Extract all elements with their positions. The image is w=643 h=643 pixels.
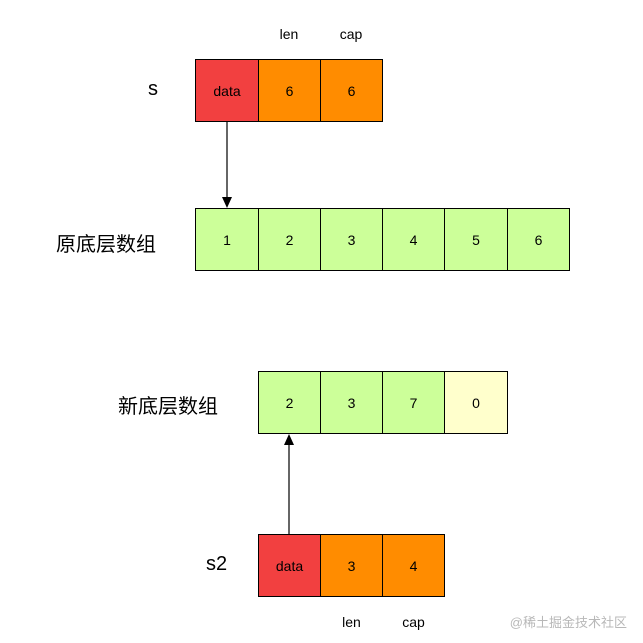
orig-array-cell: 5 xyxy=(444,208,508,271)
orig-array-cell: 1 xyxy=(195,208,259,271)
s2-len-cell: 3 xyxy=(320,534,383,597)
s-len-cell: 6 xyxy=(258,59,321,122)
new-array-label: 新底层数组 xyxy=(118,396,218,418)
len-label-top: len xyxy=(279,26,299,42)
slice-var-s: s xyxy=(148,78,158,100)
orig-array-label: 原底层数组 xyxy=(56,234,156,256)
cap-label-bottom: cap xyxy=(402,614,425,630)
watermark: @稀土掘金技术社区 xyxy=(509,615,627,630)
s2-data-pointer-arrowhead xyxy=(284,434,294,445)
new-array-cell: 2 xyxy=(258,371,321,434)
s2-cap-cell: 4 xyxy=(382,534,445,597)
s2-data-cell: data xyxy=(258,534,321,597)
orig-array-cell: 4 xyxy=(382,208,445,271)
slice-var-s2: s2 xyxy=(206,553,228,575)
new-array-spare-cell: 0 xyxy=(444,371,508,434)
s-cap-cell: 6 xyxy=(320,59,383,122)
orig-array-cell: 6 xyxy=(507,208,570,271)
s-data-pointer-arrowhead xyxy=(222,197,232,208)
s-data-cell: data xyxy=(195,59,259,122)
new-array-cell: 3 xyxy=(320,371,383,434)
len-label-bottom: len xyxy=(342,614,361,630)
cap-label-top: cap xyxy=(339,26,363,42)
